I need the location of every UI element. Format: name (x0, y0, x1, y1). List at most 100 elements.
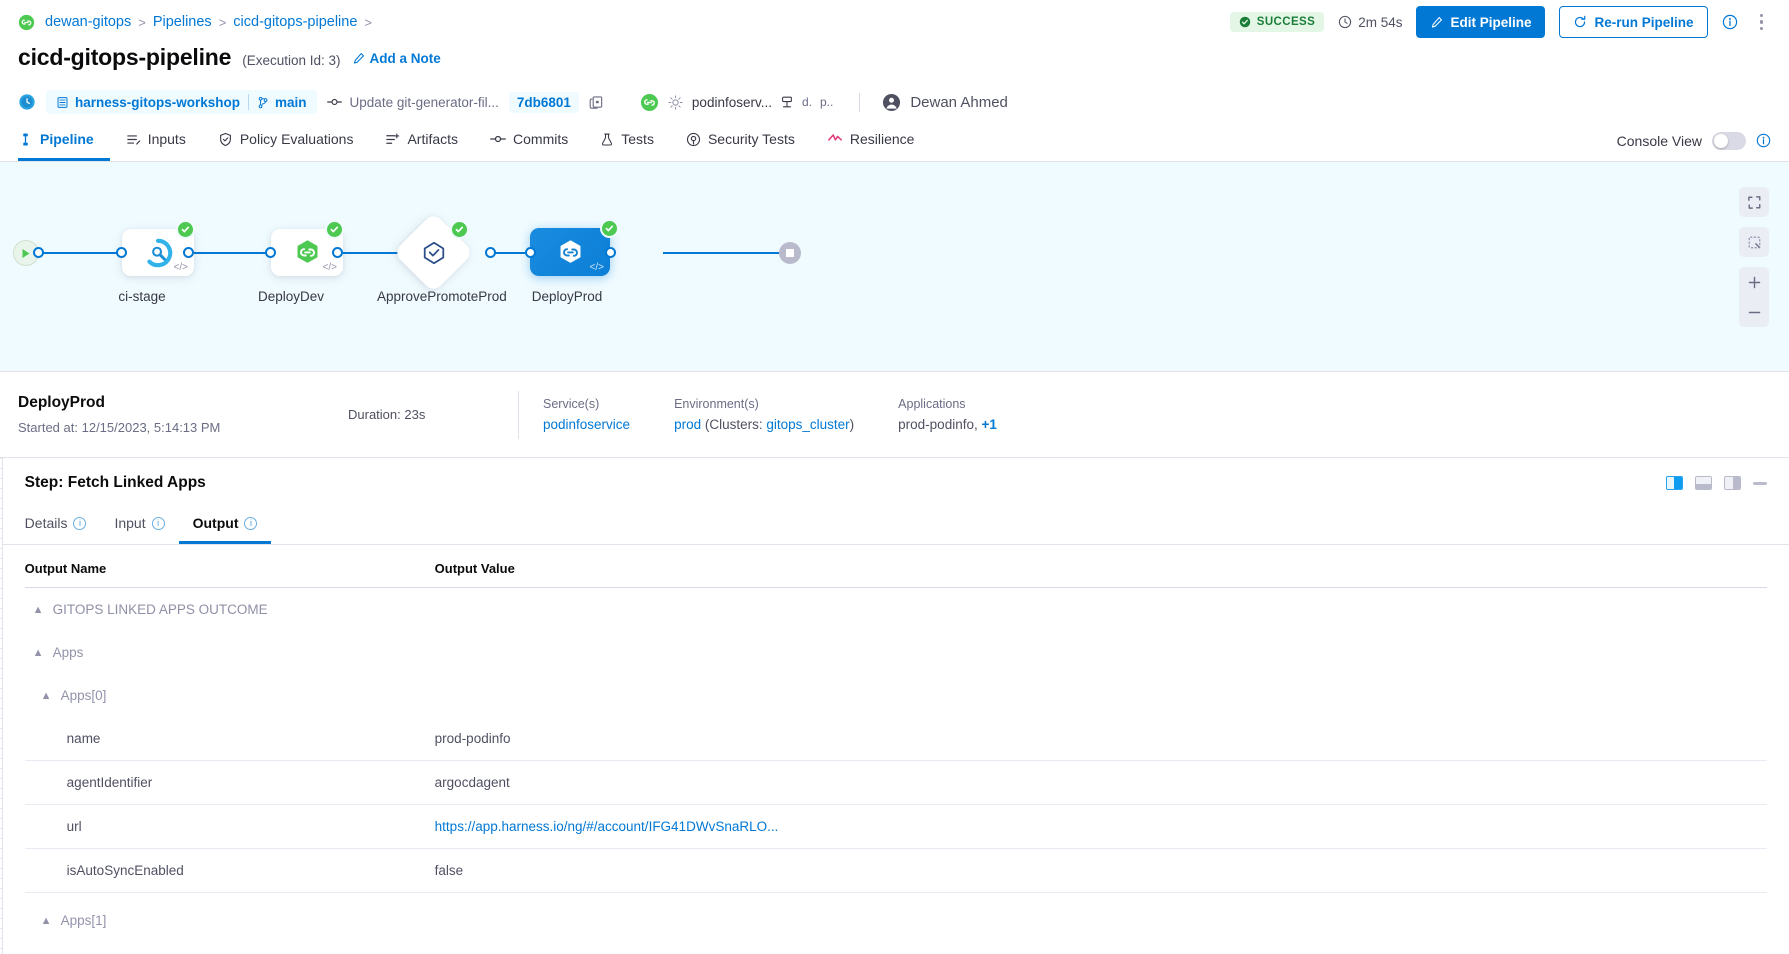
copy-icon[interactable] (589, 95, 604, 110)
tab-pipeline[interactable]: Pipeline (18, 120, 110, 161)
breadcrumb-item-0[interactable]: dewan-gitops (45, 14, 132, 30)
resilience-icon (827, 132, 843, 147)
execution-id-label: (Execution Id: 3) (242, 53, 341, 68)
step-detail-tabs: Details i Input i Output i (2, 506, 1789, 545)
applications-more[interactable]: +1 (981, 417, 997, 432)
edit-pipeline-button[interactable]: Edit Pipeline (1416, 6, 1546, 38)
tab-label: Input (114, 515, 146, 531)
tab-security-tests[interactable]: Security Tests (670, 120, 811, 161)
graph-edge (337, 252, 427, 254)
table-row[interactable]: ▲ Apps[1] (25, 893, 1767, 943)
rerun-pipeline-button[interactable]: Re-run Pipeline (1559, 6, 1708, 38)
info-icon[interactable]: i (73, 516, 87, 530)
panel-right-icon[interactable] (1665, 476, 1683, 490)
tab-label: Artifacts (407, 131, 459, 147)
info-icon[interactable]: i (151, 516, 165, 530)
env-short-1: p.. (819, 95, 834, 109)
output-value-cell: dev-podinfo (434, 942, 1767, 954)
environment-link[interactable]: prod (674, 417, 702, 432)
status-badge-label: SUCCESS (1256, 16, 1316, 28)
output-group-toggle[interactable]: ▲ Apps (25, 645, 1767, 660)
zoom-out-icon[interactable] (1739, 297, 1769, 327)
tab-input[interactable]: Input i (100, 506, 178, 544)
tab-label: Resilience (849, 131, 915, 147)
console-view-toggle[interactable] (1712, 131, 1746, 150)
stop-icon (786, 249, 794, 257)
info-icon[interactable]: i (244, 516, 258, 530)
graph-start-node (13, 240, 39, 266)
divider (518, 390, 519, 439)
tab-inputs[interactable]: Inputs (110, 120, 202, 161)
console-view-label: Console View (1616, 132, 1702, 149)
execution-tabs: Pipeline Inputs Policy Evaluations Artif… (18, 120, 930, 161)
pipeline-icon (18, 132, 33, 147)
stage-status-success-icon (176, 220, 195, 239)
table-row[interactable]: ▲ GITOPS LINKED APPS OUTCOME (25, 588, 1767, 632)
graph-edge (663, 252, 785, 254)
table-row[interactable]: ▲ Apps (25, 631, 1767, 674)
info-icon[interactable] (1756, 133, 1771, 148)
status-badge: SUCCESS (1229, 12, 1325, 32)
stage-label-deploydev: DeployDev (257, 289, 325, 304)
output-group-cell: ▲ GITOPS LINKED APPS OUTCOME (25, 588, 1767, 632)
gear-icon (667, 94, 684, 111)
tab-policy-evaluations[interactable]: Policy Evaluations (202, 120, 370, 161)
branch-link[interactable]: main (257, 95, 307, 110)
panel-layout-controls (1665, 476, 1767, 490)
env-short-0: d. (801, 95, 812, 109)
tab-artifacts[interactable]: Artifacts (369, 120, 474, 161)
shield-icon (218, 132, 233, 147)
tab-output[interactable]: Output i (178, 506, 272, 544)
commit-icon (326, 96, 342, 108)
output-group-cell: ▲ Apps (25, 631, 1767, 674)
output-name-cell: name (24, 717, 435, 761)
output-group-toggle[interactable]: ▲ Apps[1] (25, 913, 1767, 928)
output-group-toggle[interactable]: ▲ Apps[0] (25, 688, 1767, 703)
panel-bottom-icon[interactable] (1694, 476, 1712, 490)
cluster-link[interactable]: gitops_cluster (766, 417, 850, 432)
tab-commits[interactable]: Commits (474, 120, 584, 161)
commit-sha[interactable]: 7db6801 (508, 91, 579, 113)
commit-message: Update git-generator-fil... (349, 94, 499, 110)
repo-link[interactable]: harness-gitops-workshop (56, 95, 240, 110)
info-icon[interactable] (1722, 14, 1738, 30)
step-details-header: Step: Fetch Linked Apps (3, 458, 1789, 492)
breadcrumb-item-1[interactable]: Pipelines (152, 14, 212, 30)
fit-to-screen-icon[interactable] (1739, 227, 1769, 257)
edit-pipeline-label: Edit Pipeline (1450, 14, 1532, 30)
output-table-wrapper[interactable]: Output Name Output Value ▲ GITOPS LINKED… (3, 545, 1789, 954)
fullscreen-icon[interactable] (1739, 187, 1769, 217)
zoom-in-icon[interactable] (1739, 267, 1769, 297)
stage-status-success-icon (325, 220, 344, 239)
minimize-icon[interactable] (1752, 481, 1767, 485)
breadcrumb: dewan-gitops > Pipelines > cicd-gitops-p… (45, 14, 379, 30)
pipeline-stage-graph[interactable]: </> ci-stage </> DeployDev Approve (0, 162, 1789, 372)
application-name: prod-podinfo, (898, 417, 978, 432)
pencil-icon (1430, 16, 1443, 29)
output-name-cell: agentIdentifier (24, 760, 435, 805)
service-link[interactable]: podinfoservice (543, 417, 631, 432)
step-graph[interactable]: </> Service </> GitopsClusters (0, 458, 3, 954)
tab-resilience[interactable]: Resilience (811, 120, 931, 161)
add-note-label: Add a Note (369, 51, 441, 66)
add-note-button[interactable]: Add a Note (352, 51, 441, 66)
column-header-output-name: Output Name (24, 545, 435, 588)
tab-details[interactable]: Details i (25, 506, 101, 544)
execution-tabs-bar: Pipeline Inputs Policy Evaluations Artif… (0, 120, 1789, 162)
output-group-name: GITOPS LINKED APPS OUTCOME (52, 602, 268, 617)
output-group-toggle[interactable]: ▲ GITOPS LINKED APPS OUTCOME (25, 602, 1767, 617)
output-value-cell: prod-podinfo (434, 717, 1767, 761)
tab-tests[interactable]: Tests (584, 120, 670, 161)
zoom-group (1739, 267, 1769, 327)
panel-right-small-icon[interactable] (1723, 476, 1741, 490)
breadcrumb-item-2[interactable]: cicd-gitops-pipeline (233, 14, 358, 30)
table-row[interactable]: ▲ Apps[0] (25, 674, 1767, 717)
branch-name: main (275, 94, 307, 110)
more-options-icon[interactable] (1752, 10, 1772, 35)
stage-node-deployprod[interactable]: </> (530, 228, 610, 276)
output-url-link[interactable]: https://app.harness.io/ng/#/account/IFG4… (434, 819, 779, 834)
output-value-cell: https://app.harness.io/ng/#/account/IFG4… (434, 804, 1767, 849)
triggered-by-user: Dewan Ahmed (859, 92, 1008, 112)
success-check-icon (1239, 16, 1251, 28)
table-row: isAutoSyncEnabled false (24, 848, 1767, 893)
